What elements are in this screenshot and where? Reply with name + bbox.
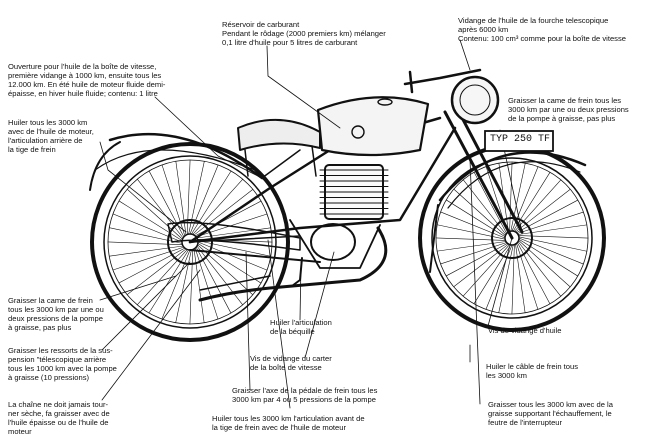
spoke	[195, 246, 232, 314]
headlight	[450, 75, 500, 125]
front-fork	[443, 108, 524, 240]
spoke	[473, 171, 507, 234]
license-plate-text: TYP 250 TF	[490, 134, 551, 145]
spoke	[498, 244, 514, 314]
spoke	[436, 224, 506, 240]
license-plate	[484, 130, 554, 152]
spoke	[485, 244, 513, 310]
spoke	[512, 171, 551, 232]
stand-oil-note: Huiler l'articulation de la béquille	[270, 318, 332, 336]
spoke	[196, 227, 272, 239]
spoke	[445, 199, 506, 238]
spoke	[136, 249, 188, 306]
spoke	[193, 189, 254, 236]
rear-brake-cam-note: Graisser la came de frein tous les 3000 …	[8, 296, 104, 332]
spoke	[137, 178, 184, 239]
spoke	[189, 249, 194, 325]
spoke	[148, 249, 189, 314]
fork-oil-note: Vidange de l'huile de la fourche telesco…	[458, 16, 626, 43]
engine	[289, 164, 389, 269]
spoke	[473, 244, 512, 305]
seat	[237, 119, 321, 151]
spoke	[518, 240, 571, 288]
spoke	[511, 244, 515, 315]
spoke	[197, 241, 268, 271]
spoke	[515, 188, 571, 233]
spoke	[193, 248, 205, 324]
exhaust-pipe	[198, 226, 388, 302]
spoke	[518, 236, 588, 252]
handlebar	[403, 68, 482, 94]
spoke	[518, 238, 579, 277]
spoke	[126, 248, 187, 295]
fuel-tank-note: Réservoir de carburant Pendant le rôdage…	[222, 20, 386, 47]
front-mudguard	[438, 151, 587, 202]
spoke	[518, 237, 584, 265]
spoke	[197, 240, 272, 257]
spoke	[197, 243, 262, 284]
spoke	[517, 241, 562, 297]
spoke	[462, 179, 507, 235]
spoke	[108, 245, 184, 257]
crankcase-drain-note: Vis de vidange du carter de la boîte de …	[250, 354, 332, 372]
spoke	[509, 161, 513, 232]
spoke	[514, 179, 562, 232]
spoke	[517, 224, 588, 235]
spoke	[107, 241, 183, 246]
oil-drain-screw-note: Vis de vidange d'huile	[488, 326, 562, 335]
spoke	[195, 213, 268, 238]
brake-rod-oil-note: Huiler tous les 3000 km l'articulation a…	[212, 414, 365, 432]
fuel-tank	[316, 96, 430, 157]
spoke	[462, 244, 510, 297]
spoke	[453, 243, 509, 288]
spoke	[118, 200, 183, 241]
spoke	[108, 227, 183, 244]
spoke	[517, 242, 551, 305]
spoke	[192, 178, 244, 235]
chain-guard	[167, 221, 301, 251]
spoke	[435, 237, 506, 241]
gearbox-oil-note: Ouverture pour l'huile de la boîte de vi…	[8, 62, 166, 98]
spoke	[510, 162, 526, 232]
brake-pedal-axle-note: Graisser l'axe de la pédale de frein tou…	[232, 386, 378, 404]
spoke	[518, 235, 589, 239]
spoke	[112, 246, 185, 271]
front-brake-grease-note: Graisser la came de frein tous les 3000 …	[508, 96, 629, 123]
spoke	[197, 244, 254, 296]
spoke	[175, 249, 192, 324]
spoke	[196, 245, 243, 306]
frame	[188, 126, 457, 244]
spoke	[516, 243, 539, 310]
spoke	[194, 247, 219, 320]
leader-lines	[99, 39, 523, 409]
switch-grease-note: Graisser tous les 3000 km avec de la gra…	[488, 400, 613, 427]
spoke	[126, 188, 183, 240]
spoke	[515, 243, 526, 314]
spoke	[118, 247, 186, 284]
rear-brake-joint-note: Huiler tous les 3000 km avec de l'huile …	[8, 118, 94, 154]
spoke	[453, 188, 506, 236]
spoke	[161, 249, 191, 320]
brake-cable-note: Huiler le câble de frein tous les 3000 k…	[486, 362, 579, 380]
suspension-springs-note: Graisser les ressorts de la sus- pension…	[8, 346, 117, 382]
spoke	[161, 164, 186, 237]
spoke	[516, 199, 579, 233]
spoke	[517, 211, 584, 234]
spoke	[436, 241, 507, 252]
chain-note: La chaîne ne doit jamais tour- ner sèche…	[8, 400, 110, 436]
spoke	[445, 243, 508, 277]
